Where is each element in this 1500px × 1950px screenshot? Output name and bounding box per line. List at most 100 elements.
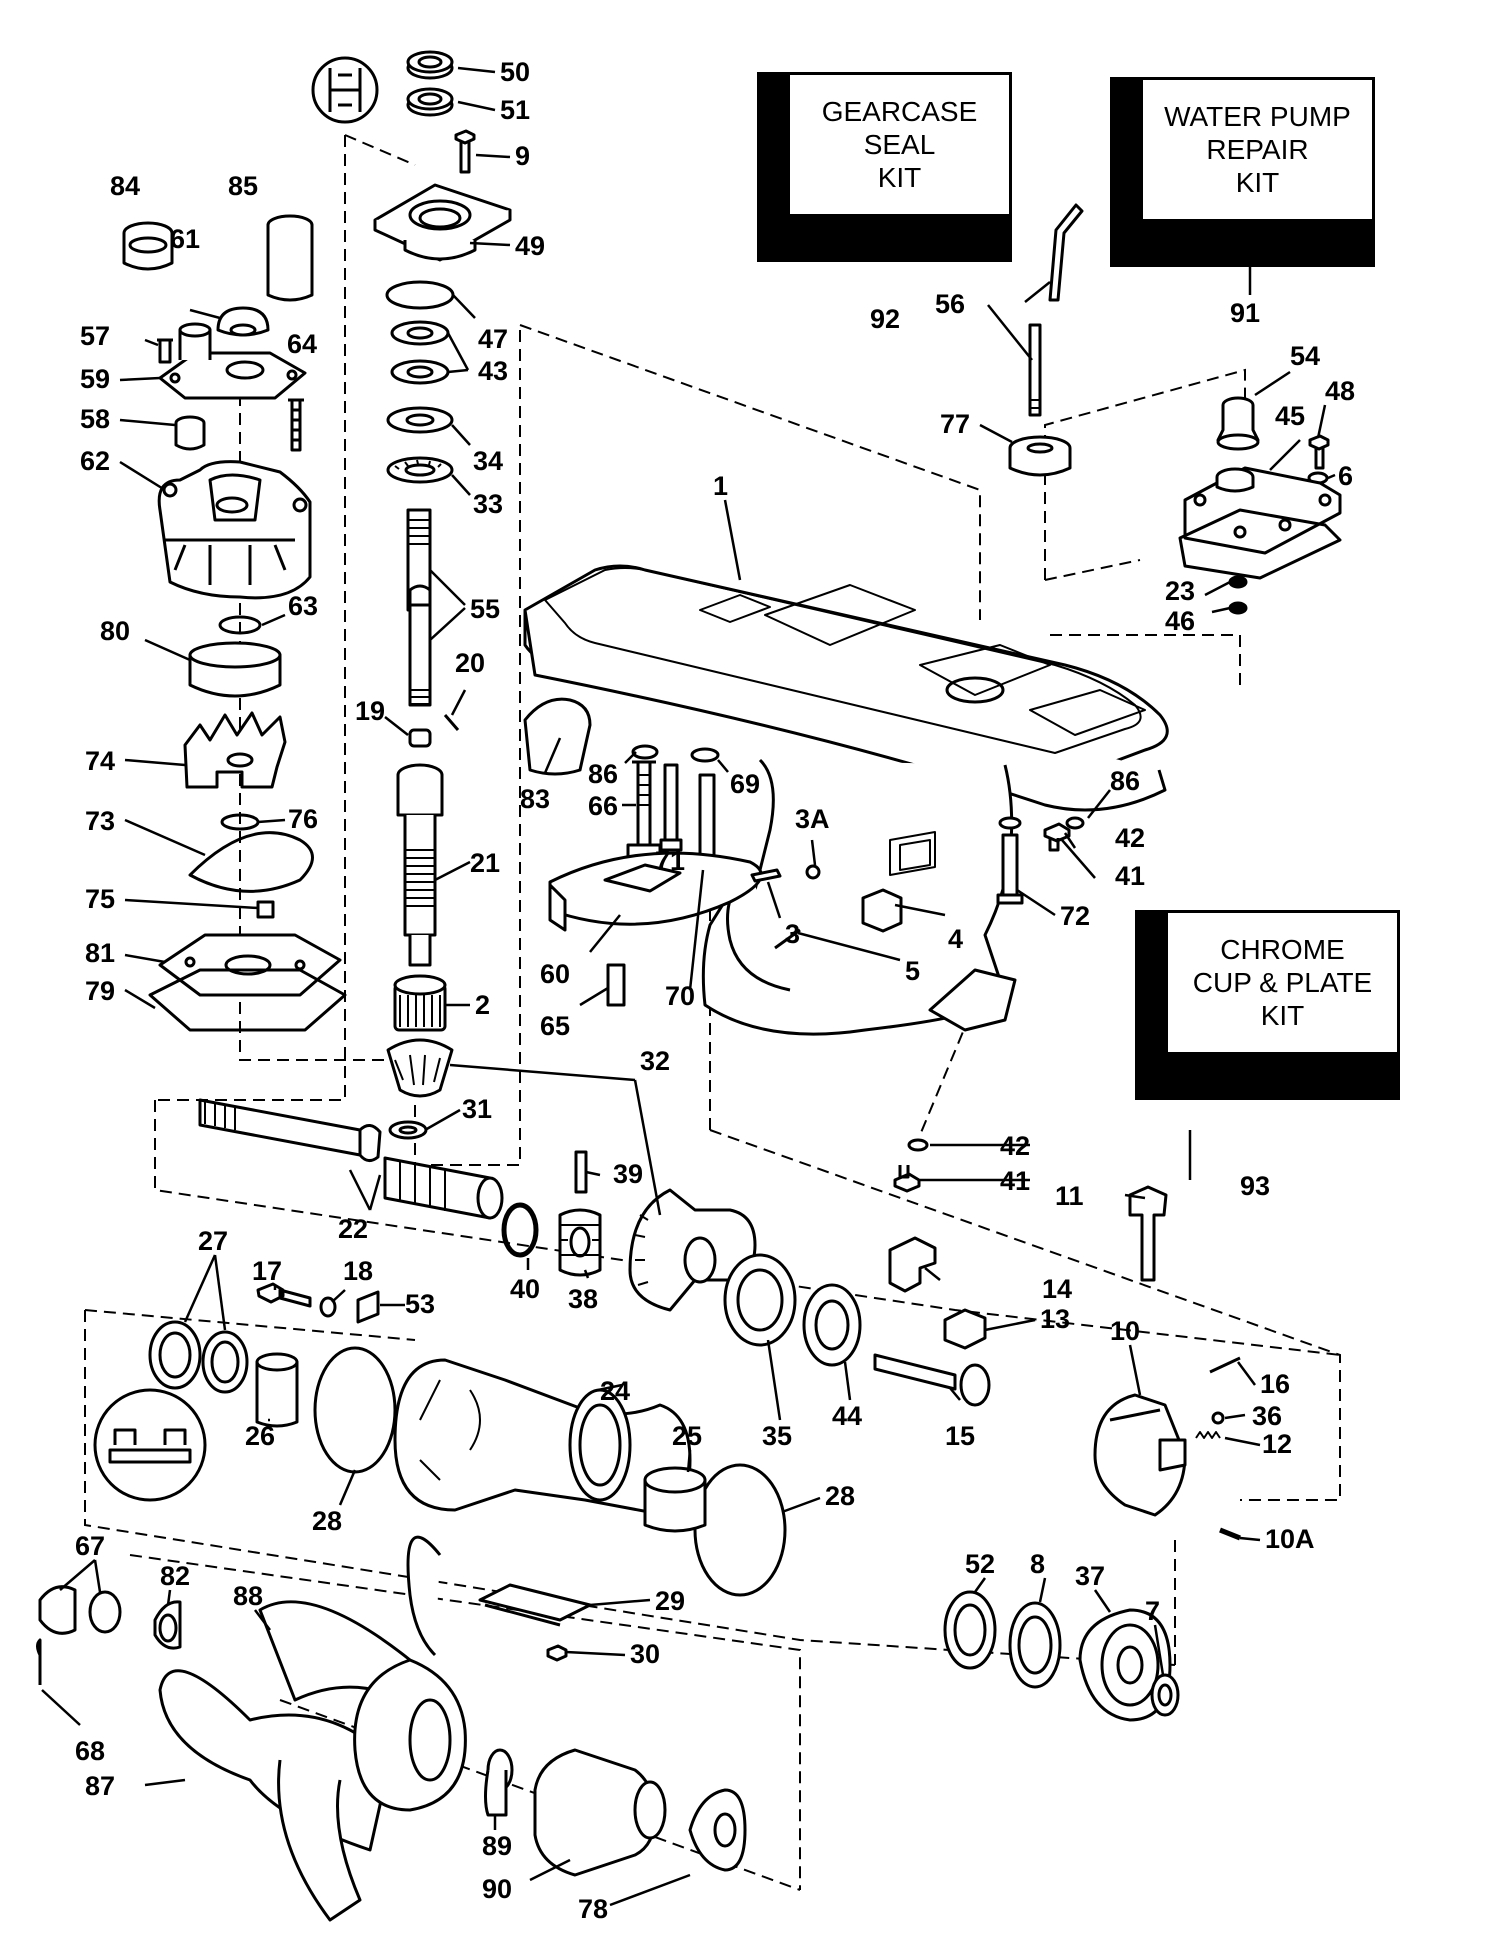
cover-plate-45: [1183, 466, 1342, 555]
callout: 36: [1252, 1401, 1282, 1431]
liner-85: [266, 214, 314, 302]
callout: 73: [85, 806, 115, 836]
callout: 7: [1145, 1596, 1160, 1626]
callout: 79: [85, 976, 115, 1006]
callout: 10A: [1265, 1524, 1315, 1554]
clip-40: [501, 1202, 539, 1258]
callout: 33: [473, 489, 503, 519]
callout: 91: [1230, 298, 1260, 328]
gearcase-1: [523, 564, 1169, 1036]
o-ring-47: [385, 280, 455, 310]
cotter-pin-68: [36, 1638, 42, 1685]
callout: 24: [600, 1376, 630, 1406]
washer-44: [802, 1283, 862, 1367]
callout: 25: [672, 1421, 702, 1451]
bearing-26: [255, 1352, 299, 1428]
callout: 31: [462, 1094, 492, 1124]
kit-box-91: WATER PUMP REPAIR KIT: [1140, 77, 1375, 222]
bearing-8: [1008, 1601, 1062, 1689]
plug-3A: [805, 864, 821, 880]
trim-tab-60: [548, 851, 763, 932]
callout: 72: [1060, 901, 1090, 931]
callout: 22: [338, 1214, 368, 1244]
callout: 80: [100, 616, 130, 646]
callout: 32: [640, 1046, 670, 1076]
callout: 45: [1275, 401, 1305, 431]
seal-inset: [311, 50, 454, 124]
grommet-54: [1216, 396, 1260, 451]
thrust-bearing-35: [723, 1253, 797, 1347]
callout: 28: [312, 1506, 342, 1536]
callout: 34: [473, 446, 503, 476]
callout: 48: [1325, 376, 1355, 406]
callout: 67: [75, 1531, 105, 1561]
cradle-13: [943, 1308, 987, 1350]
callout: 68: [75, 1736, 105, 1766]
callout: 9: [515, 141, 530, 171]
grommet-77: [1008, 435, 1072, 477]
callout: 71: [655, 846, 685, 876]
callout: 6: [1338, 461, 1353, 491]
housing-59: [158, 322, 307, 400]
screw-64: [288, 398, 304, 452]
pin-20: [443, 714, 460, 731]
callout: 82: [160, 1561, 190, 1591]
callout: 30: [630, 1639, 660, 1669]
callout: 65: [540, 1011, 570, 1041]
callout: 12: [1262, 1429, 1292, 1459]
retainer-29: [478, 1583, 592, 1627]
retainer-plate-49: [373, 183, 512, 262]
bushing-89: [484, 1748, 514, 1817]
shift-rod-11: [1128, 1185, 1168, 1282]
callout: 51: [500, 95, 530, 125]
callout: 64: [287, 329, 317, 359]
screw-57: [157, 338, 173, 364]
gasket-23: [1178, 508, 1342, 580]
callout: 41: [1115, 861, 1145, 891]
plug-46a: [1228, 575, 1248, 589]
callout: 92: [870, 304, 900, 334]
callout: 27: [198, 1226, 228, 1256]
spring-12: [1195, 1431, 1221, 1439]
callout: 3: [785, 919, 800, 949]
callout: 70: [665, 981, 695, 1011]
plug-46b: [1228, 601, 1248, 615]
bolt-72: [996, 833, 1024, 905]
callout: 84: [110, 171, 140, 201]
bearing-25: [643, 1466, 707, 1533]
callout: 5: [905, 956, 920, 986]
callout: 23: [1165, 576, 1195, 606]
callout: 42: [1115, 823, 1145, 853]
callout: 86: [588, 759, 618, 789]
callout: 81: [85, 938, 115, 968]
callout: 41: [1000, 1166, 1030, 1196]
callout: 20: [455, 648, 485, 678]
clutch-dog-38: [558, 1208, 602, 1277]
o-ring-63: [218, 615, 262, 635]
washer-42: [1065, 816, 1085, 830]
pin-10A: [1219, 1527, 1241, 1541]
bearing-housing-24: [393, 1358, 692, 1517]
plate-81: [158, 933, 342, 997]
o-ring-28a: [313, 1346, 397, 1474]
callout: 43: [478, 356, 508, 386]
callout: 54: [1290, 341, 1320, 371]
callout: 88: [233, 1581, 263, 1611]
water-tube-56: [1028, 203, 1084, 417]
nut-67: [38, 1585, 122, 1635]
pinion-shaft-21: [396, 763, 444, 967]
kit-box-92: GEARCASE SEAL KIT: [787, 72, 1012, 217]
callout: 49: [515, 231, 545, 261]
callout: 78: [578, 1894, 608, 1924]
callout: 8: [1030, 1549, 1045, 1579]
callout: 76: [288, 804, 318, 834]
clip-53: [356, 1290, 380, 1324]
callout: 38: [568, 1284, 598, 1314]
prop-shaft-22: [198, 1098, 504, 1220]
callout: 29: [655, 1586, 685, 1616]
propeller-87: [158, 1535, 467, 1922]
callout: 77: [940, 409, 970, 439]
callout: 28: [825, 1481, 855, 1511]
bolt-9: [454, 129, 476, 174]
